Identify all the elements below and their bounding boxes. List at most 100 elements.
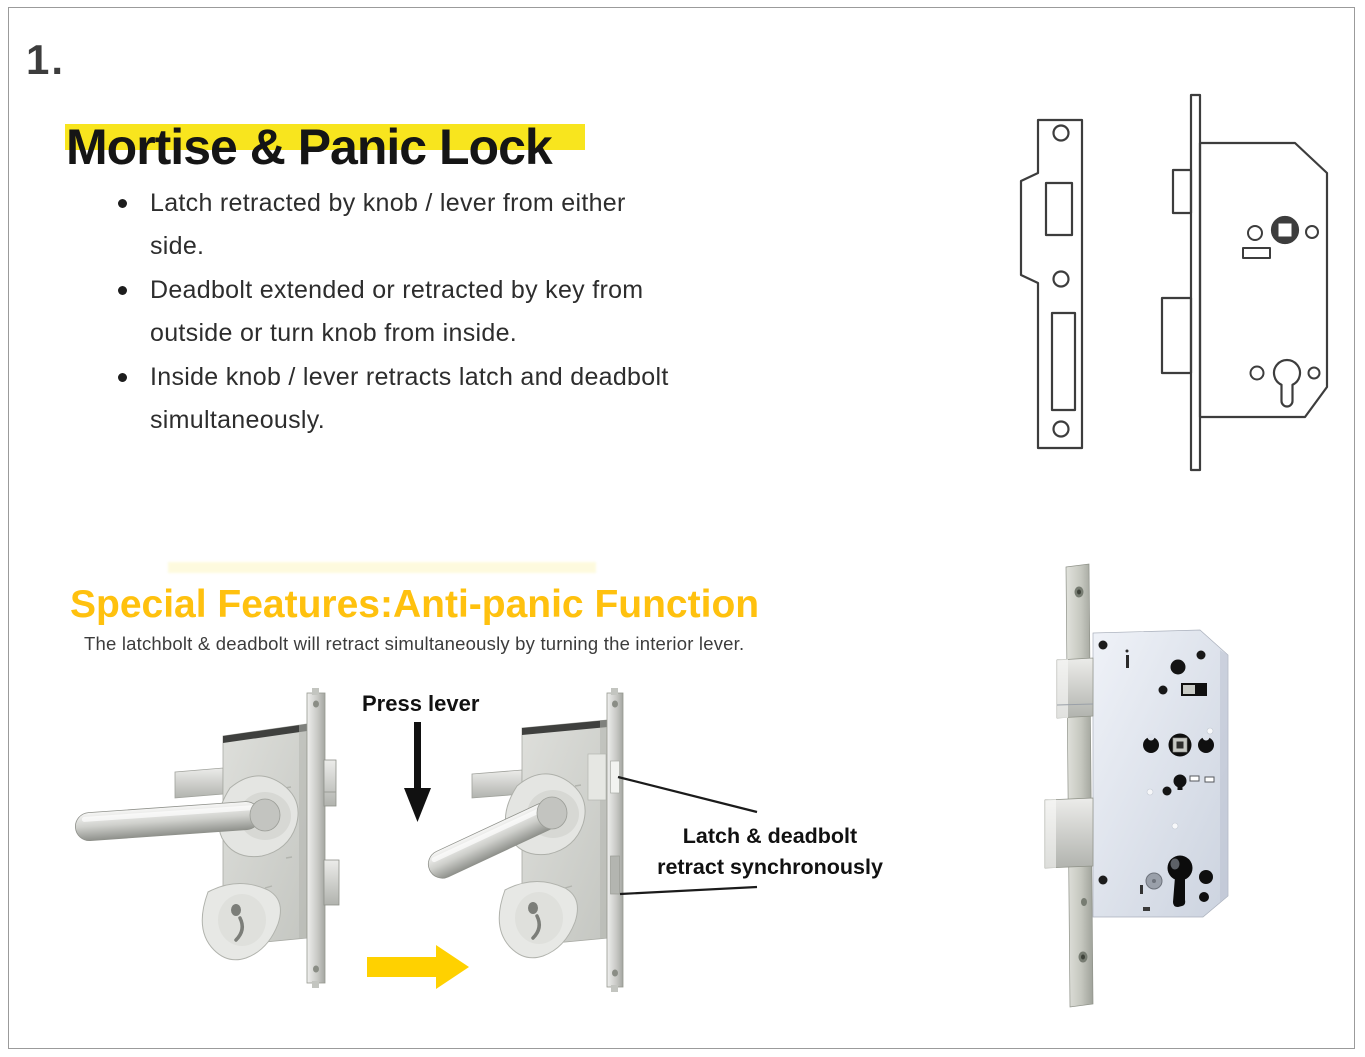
callout-line-1: Latch & deadbolt	[682, 824, 858, 848]
hole-icon	[1199, 892, 1209, 902]
latch-split-line	[1056, 703, 1094, 706]
page-number: 1.	[26, 36, 66, 83]
hole-slot	[1177, 781, 1183, 790]
faceplate-tab	[312, 688, 319, 695]
hole-center	[1152, 879, 1156, 883]
spindle-bar	[174, 767, 224, 799]
lock-product-photo	[1044, 563, 1229, 1008]
cropped-text-artifact	[168, 562, 596, 573]
bullet-line: Latch retracted by knob / lever from eit…	[150, 189, 626, 217]
spindle-square-hole	[1176, 741, 1184, 749]
deadbolt	[1160, 296, 1193, 375]
screw-hole-icon	[1247, 225, 1263, 241]
screw-icon	[313, 700, 319, 708]
screw-hole-icon	[1249, 365, 1265, 381]
page-border	[8, 7, 1355, 1049]
hole-icon	[1170, 659, 1186, 675]
hole-icon	[1143, 737, 1159, 753]
lock-technical-drawing	[1019, 93, 1329, 472]
keyway-curve	[234, 916, 244, 942]
stop-slot	[1242, 247, 1271, 259]
bullet-line: side.	[150, 232, 205, 261]
screw-hole-icon	[1052, 270, 1070, 288]
keyway-curve	[531, 914, 541, 940]
screw-hole-icon	[1052, 124, 1070, 142]
lever-hub	[536, 796, 568, 830]
bullet-text: Deadbolt extended or retracted by key fr…	[150, 269, 643, 356]
screw-hole-icon	[1081, 898, 1087, 906]
screw-hole-icon	[1307, 366, 1321, 380]
bullet-text: Inside knob / lever retracts latch and d…	[150, 356, 669, 443]
callout-line-latch	[617, 775, 758, 814]
screw-icon	[612, 700, 618, 708]
euro-cylinder-hole	[1272, 358, 1302, 408]
bullet-icon	[118, 285, 127, 295]
screw-icon	[1158, 685, 1168, 695]
callout-label: Latch & deadbolt retract synchronously	[640, 821, 900, 883]
deadbolt-cutout	[1050, 311, 1077, 412]
euro-keyway	[1173, 877, 1186, 907]
faceplate-tab	[611, 688, 618, 695]
case-top-edge	[522, 720, 608, 735]
lever-spring-mark	[1140, 885, 1143, 894]
title-highlight-bar	[65, 124, 585, 150]
down-arrow-icon	[404, 722, 431, 822]
case-holes	[1098, 640, 1215, 911]
lock-body-drawing	[1160, 93, 1329, 472]
lock-photo-lever-pressed	[427, 688, 758, 992]
screw-icon	[313, 965, 319, 973]
lock-case	[1198, 141, 1329, 419]
case-shading	[1220, 650, 1228, 902]
case-shading	[299, 724, 307, 939]
latch-bolt	[323, 759, 337, 807]
bullet-line: outside or turn knob from inside.	[150, 319, 518, 348]
keyhole-icon	[231, 904, 241, 916]
adjuster-slot	[1126, 655, 1129, 668]
faceplate-tab	[312, 981, 319, 988]
rivet-icon	[1206, 727, 1214, 735]
faceplate	[306, 692, 326, 984]
bullet-line: Inside knob / lever retracts latch and d…	[150, 362, 669, 391]
page-title: Mortise & Panic Lock	[66, 118, 553, 175]
callout-line-2: retract synchronously	[657, 855, 883, 879]
deadbolt	[323, 859, 340, 906]
bottom-tick	[1143, 907, 1150, 911]
cylinder-shading	[1170, 858, 1180, 870]
adjuster-dot	[1125, 649, 1129, 653]
case-top-edge	[223, 724, 307, 743]
slot-icon	[1189, 775, 1200, 782]
latch-bolt	[1171, 168, 1193, 215]
spindle-square-hole	[1278, 223, 1292, 237]
screw-icon	[612, 969, 618, 977]
screw-icon	[1098, 640, 1108, 650]
hole-icon	[1198, 737, 1214, 753]
hole-notch	[1147, 733, 1155, 741]
screw-icon	[1196, 650, 1206, 660]
press-lever-label: Press lever	[362, 691, 480, 716]
faceplate	[1065, 563, 1094, 1008]
bullet-text: Latch retracted by knob / lever from eit…	[150, 182, 626, 269]
latch-face	[1057, 659, 1068, 718]
deadbolt-face	[1045, 799, 1056, 868]
lever-hub	[249, 798, 281, 832]
latch-cutout	[1044, 181, 1074, 237]
rivet-icon	[1171, 822, 1179, 830]
special-features-heading: Special Features:Anti-panic Function	[70, 583, 760, 626]
bullet-icon	[118, 199, 127, 208]
hole-icon	[1199, 870, 1213, 884]
callout-lines	[617, 775, 758, 896]
list-item: Inside knob / lever retracts latch and d…	[118, 356, 818, 443]
screw-hole-icon	[1052, 420, 1070, 438]
bullet-line: simultaneously.	[150, 406, 325, 435]
faceplate-tab	[611, 985, 618, 992]
yellow-right-arrow-icon	[367, 945, 469, 989]
special-features-subheading: The latchbolt & deadbolt will retract si…	[84, 633, 745, 654]
euro-cylinder-hole	[1167, 855, 1193, 881]
rivet-icon	[1146, 788, 1154, 796]
keyhole-icon	[528, 902, 538, 914]
bullet-line: Deadbolt extended or retracted by key fr…	[150, 275, 644, 304]
slot-icon	[1204, 776, 1215, 783]
list-item: Deadbolt extended or retracted by key fr…	[118, 269, 818, 356]
screw-icon	[1162, 786, 1172, 796]
hole-notch	[1202, 733, 1210, 741]
